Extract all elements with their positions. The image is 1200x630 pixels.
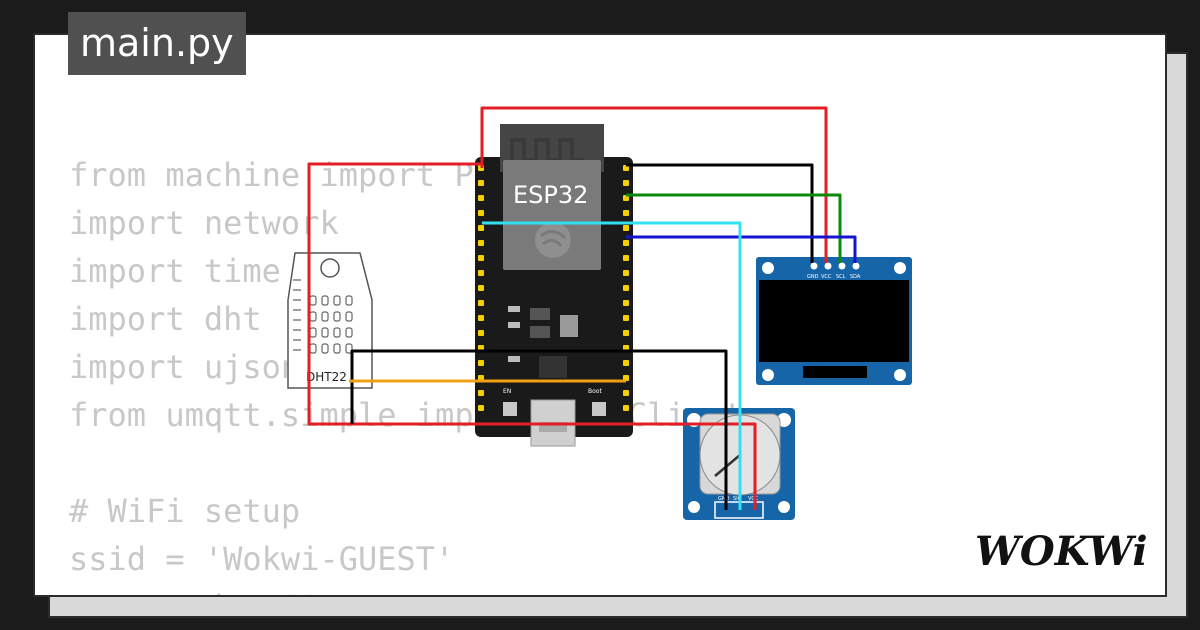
en-button[interactable] (503, 402, 517, 416)
wires (307, 106, 857, 510)
code-line: password = '' (69, 588, 319, 595)
dht22-label: DHT22 (306, 370, 347, 384)
oled-display[interactable]: GND VCC SCL SDA (756, 257, 912, 385)
esp32-right-pins (623, 165, 629, 411)
esp32-label: ESP32 (513, 181, 588, 209)
esp32-board[interactable]: ESP32 EN Boot (475, 124, 633, 447)
code-line: import time (69, 252, 281, 290)
wire-sda (626, 235, 857, 263)
en-label: EN (503, 388, 511, 395)
code-line: import network (69, 204, 339, 242)
wire-signal (482, 221, 742, 510)
pot-pin-gnd: GND (718, 496, 730, 502)
boot-label: Boot (588, 388, 602, 395)
pot-pin-vcc: VCC (748, 496, 759, 502)
code-line: ssid = 'Wokwi-GUEST' (69, 540, 455, 578)
wire-vcc (480, 106, 828, 263)
esp32-module (503, 160, 601, 270)
code-line: # WiFi setup (69, 492, 301, 530)
wire-scl (626, 193, 842, 263)
wire-gnd-oled (626, 163, 814, 263)
wokwi-logo: WOKWi (975, 528, 1148, 575)
wire-gnd-pot (350, 349, 728, 510)
wire-vcc-2 (307, 162, 757, 510)
code-line: import ujson (69, 348, 301, 386)
oled-pin-sda: SDA (850, 274, 861, 280)
oled-pin-gnd: GND (807, 274, 819, 280)
boot-button[interactable] (592, 402, 606, 416)
code-line: import dht (69, 300, 262, 338)
oled-pin-vcc: VCC (821, 274, 832, 280)
dht22-sensor[interactable]: DHT22 (287, 252, 373, 389)
file-tab[interactable]: main.py (68, 12, 246, 75)
pot-pin-sig: SIG (733, 496, 742, 502)
oled-screen (759, 280, 909, 362)
oled-pin-scl: SCL (836, 274, 846, 280)
